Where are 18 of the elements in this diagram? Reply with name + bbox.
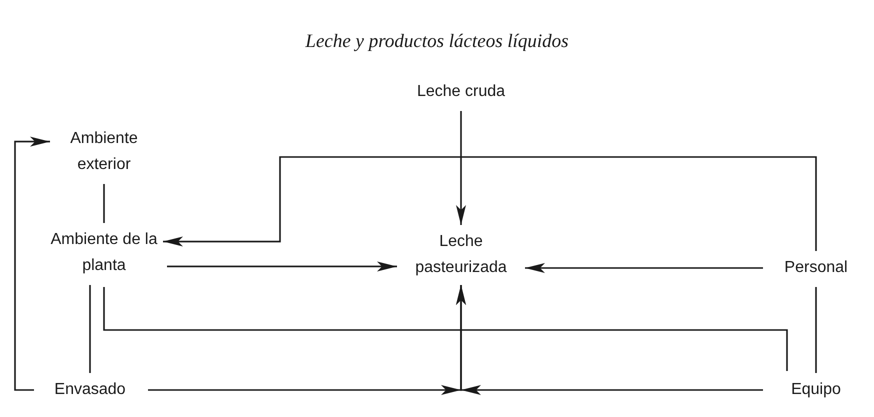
arrow <box>525 263 763 273</box>
node-label: Ambiente exterior <box>54 126 154 178</box>
node-label: Leche pasteurizada <box>401 229 521 281</box>
node-label: Envasado <box>40 377 140 403</box>
node-label: Equipo <box>771 377 861 403</box>
connector-line <box>103 184 105 223</box>
node-label: Personal <box>771 255 861 281</box>
arrow <box>167 261 397 272</box>
node-label: Leche cruda <box>401 79 521 105</box>
arrow <box>163 156 817 251</box>
arrow <box>456 285 763 395</box>
diagram-title: Leche y productos lácteos líquidos <box>305 30 569 54</box>
node-label: Ambiente de la planta <box>49 227 159 279</box>
connector-line <box>89 285 91 373</box>
arrow <box>14 136 50 391</box>
connector-line <box>815 287 817 373</box>
connector-line <box>103 287 788 371</box>
arrow <box>456 111 466 225</box>
